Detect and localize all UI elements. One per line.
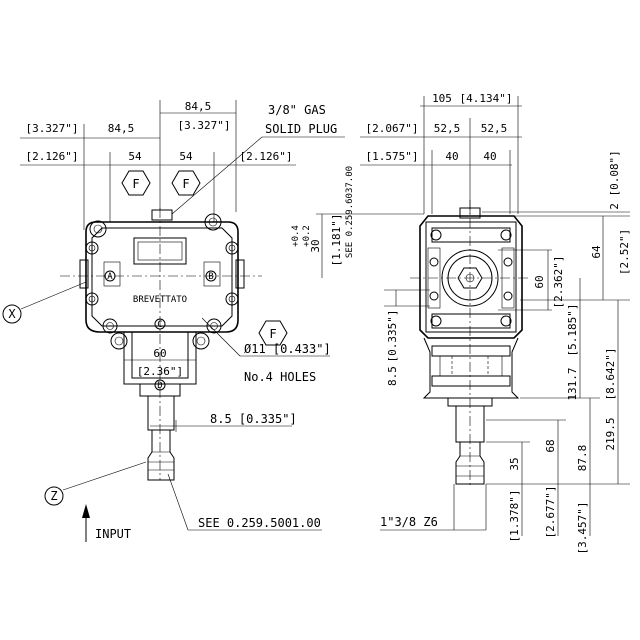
point-d: D	[154, 379, 166, 391]
f-hex-marker-right: F	[171, 170, 201, 196]
front-dim-left-inch: [3.327"]	[26, 122, 79, 135]
front-dim-row3: [2.126"] 54 54 [2.126"]	[20, 150, 296, 222]
side-dim-row2: [2.067"] 52,5 52,5	[360, 118, 522, 214]
side-dim-30: +0.4 +0.2 30 [1.181"] SEE 0.259.6037.00	[291, 166, 424, 278]
side-dim-inner-left: 40	[445, 150, 458, 163]
point-c-text: C	[157, 320, 162, 330]
front-view: 84,5 [3.327"] [3.327"] 84,5 [2.126"] 54 …	[2, 100, 345, 542]
side-dim-35: 35 [1.378"]	[486, 441, 530, 543]
side-dim-219-5-value: 219.5	[604, 417, 617, 450]
point-a-text: A	[107, 272, 113, 282]
front-dim-mid-inch-left: [2.126"]	[26, 150, 79, 163]
point-d-text: D	[157, 381, 162, 391]
side-dim-half-right: 52,5	[481, 122, 508, 135]
side-dim-87-8-value: 87.8	[576, 445, 589, 472]
side-dim-top: 105 [4.134"]	[420, 92, 522, 214]
front-dim-left-value: 84,5	[108, 122, 135, 135]
side-dim-inner-inch: [1.575"]	[366, 150, 419, 163]
f-hex-marker-left: F	[121, 170, 151, 196]
front-dim-top: 84,5 [3.327"]	[159, 100, 237, 212]
front-dim-mid-inch-right: [2.126"]	[240, 150, 293, 163]
side-dim-60: 60 [2.362"]	[498, 249, 565, 311]
side-housing	[410, 200, 530, 488]
front-dim-bottom: 60 [2.36"]	[124, 347, 196, 378]
side-dim-8-5-inch: [0.335"]	[386, 310, 399, 363]
f-marker-lower-text: F	[269, 327, 276, 341]
shaft-dim: 8.5 [0.335"]	[150, 412, 297, 432]
side-dim-35-value: 35	[508, 457, 521, 470]
side-dim-60-value: 60	[533, 275, 546, 288]
spline-text: 1"3/8 Z6	[380, 515, 438, 529]
front-see-reference: SEE 0.259.5001.00	[167, 473, 322, 531]
side-dim-87-8-inch: [3.457"]	[576, 502, 589, 555]
gas-plug-line2: SOLID PLUG	[265, 122, 337, 136]
side-dim-30-inch: [1.181"]	[330, 214, 343, 267]
side-dim-68: 68 [2.677"]	[486, 419, 566, 539]
label-z-text: Z	[50, 489, 57, 503]
side-dim-top-value: 105	[432, 92, 452, 105]
side-dim-8-5-value: 8.5	[386, 366, 399, 386]
brand-text: BREVETTATO	[133, 295, 187, 305]
side-dim-131-7-value: 131.7	[566, 367, 579, 400]
side-dim-64: 64 [2.52"]	[520, 216, 631, 301]
front-dim-top-value: 84,5	[185, 100, 212, 113]
side-dim-219-5-inch: [8.642"]	[604, 348, 617, 401]
gas-plug-line1: 3/8" GAS	[268, 103, 326, 117]
front-dim-row2: [3.327"] 84,5	[20, 122, 160, 230]
side-dim-row3: [1.575"] 40 40	[360, 150, 512, 214]
label-z: Z	[44, 461, 147, 506]
front-housing	[60, 208, 262, 481]
side-dim-64-value: 64	[590, 245, 603, 259]
front-dim-bottom-inch: [2.36"]	[137, 365, 183, 378]
label-x-text: X	[8, 307, 16, 321]
side-view: 105 [4.134"] [2.067"] 52,5 52,5 [1.575"]…	[291, 92, 631, 554]
side-dim-top-inch: [4.134"]	[460, 92, 513, 105]
side-dim-87-8: 87.8 [3.457"]	[576, 398, 591, 555]
side-see-reference: SEE 0.259.6037.00	[345, 166, 355, 258]
side-dim-2-text: 2 [0.08"]	[608, 150, 621, 210]
side-dim-half-inch: [2.067"]	[366, 122, 419, 135]
point-c: C	[154, 318, 166, 330]
side-dim-8-5: 8.5 [0.335"]	[384, 289, 430, 386]
gas-plug-callout: 3/8" GAS SOLID PLUG	[171, 103, 345, 215]
holes-callout: Ø11 [0.433"] No.4 HOLES	[201, 317, 331, 384]
side-dim-30-tol-lower: +0.2	[302, 225, 312, 247]
input-arrow: INPUT	[82, 504, 131, 542]
label-x: X	[2, 281, 87, 324]
side-dim-inner-right: 40	[483, 150, 496, 163]
side-dim-68-value: 68	[544, 439, 557, 452]
f-marker-left-text: F	[132, 177, 139, 191]
front-see-reference-text: SEE 0.259.5001.00	[198, 516, 321, 530]
front-dim-mid-left: 54	[128, 150, 142, 163]
f-hex-marker-lower: F	[258, 320, 288, 346]
side-dim-219-5: 219.5 [8.642"]	[486, 300, 630, 485]
holes-diameter: Ø11 [0.433"]	[244, 342, 331, 356]
side-dim-30-tol-upper: +0.4	[291, 225, 301, 247]
side-dim-35-inch: [1.378"]	[508, 490, 521, 543]
side-dim-2: 2 [0.08"]	[482, 150, 630, 217]
point-b-text: B	[208, 272, 213, 282]
front-dim-bottom-value: 60	[153, 347, 166, 360]
front-dim-mid-right: 54	[179, 150, 193, 163]
side-dim-131-7: 131.7 [5.185"]	[520, 278, 600, 401]
f-marker-right-text: F	[182, 177, 189, 191]
side-dim-half-left: 52,5	[434, 122, 461, 135]
side-dim-68-inch: [2.677"]	[544, 486, 557, 539]
front-dim-top-inch: [3.327"]	[178, 119, 231, 132]
shaft-dim-text: 8.5 [0.335"]	[210, 412, 297, 426]
point-a: A	[104, 270, 116, 282]
side-bottom-baseline	[380, 484, 487, 531]
side-dim-64-inch: [2.52"]	[618, 229, 631, 275]
side-dim-60-inch: [2.362"]	[552, 256, 565, 309]
point-b: B	[205, 270, 217, 282]
holes-count: No.4 HOLES	[244, 370, 316, 384]
side-dim-30-value: 30	[309, 239, 322, 252]
input-label: INPUT	[95, 527, 131, 541]
side-dim-131-7-inch: [5.185"]	[566, 304, 579, 357]
